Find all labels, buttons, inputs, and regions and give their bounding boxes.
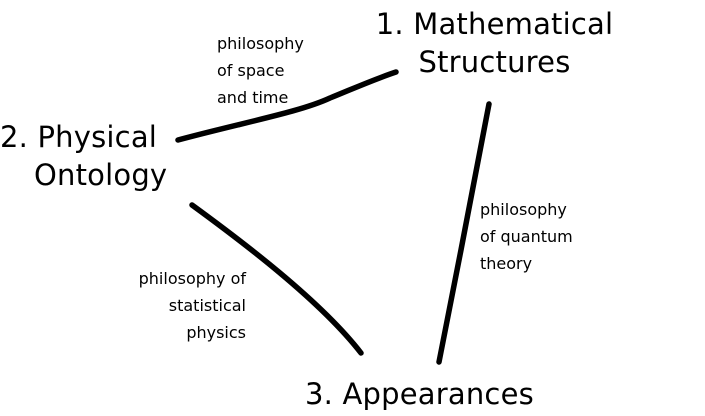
edge-quantum-line2: of quantum	[480, 227, 573, 246]
edge-statistical-line2: statistical	[168, 296, 246, 315]
connector-mathematical-appearances	[436, 101, 492, 365]
node-physical-ontology: 2. Physical Ontology	[0, 118, 200, 194]
edge-quantum-line1: philosophy	[480, 200, 567, 219]
node-physical-line1: 2. Physical	[0, 120, 158, 154]
node-appearances: 3. Appearances	[305, 375, 565, 413]
edge-statistical-line1: philosophy of	[138, 269, 246, 288]
connector-physical-appearances	[189, 202, 364, 356]
node-appearances-line1: 3. Appearances	[305, 377, 534, 411]
node-mathematical-line1: 1. Mathematical	[375, 7, 614, 41]
node-mathematical-line2: Structures	[418, 45, 571, 79]
edge-statistical-line3: physics	[186, 323, 246, 342]
node-physical-line2: Ontology	[34, 158, 168, 192]
edge-space-time-line3: and time	[217, 88, 289, 107]
edge-label-space-time: philosophy of space and time	[217, 30, 304, 111]
edge-quantum-line3: theory	[480, 254, 533, 273]
edge-label-quantum: philosophy of quantum theory	[480, 196, 573, 277]
edge-space-time-line2: of space	[217, 61, 285, 80]
connector-physical-mathematical	[175, 69, 399, 143]
edge-space-time-line1: philosophy	[217, 34, 304, 53]
node-mathematical-structures: 1. Mathematical Structures	[372, 5, 617, 81]
edge-label-statistical: philosophy of statistical physics	[118, 265, 246, 346]
